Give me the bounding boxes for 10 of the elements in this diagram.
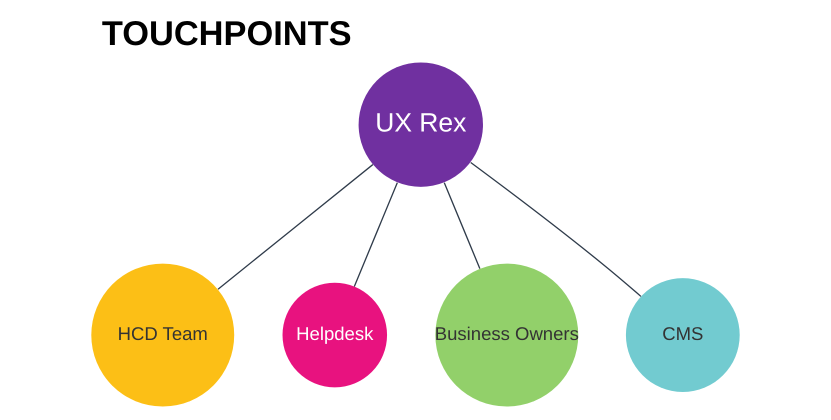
connector <box>470 162 642 297</box>
node-circle: CMS <box>626 278 740 392</box>
connector <box>444 182 480 269</box>
node-circle: Helpdesk <box>282 282 388 388</box>
connector <box>218 164 374 290</box>
connector <box>354 182 398 287</box>
node-circle: UX Rex <box>358 62 483 187</box>
node-circle: Business Owners <box>435 264 578 406</box>
node-circle: HCD Team <box>91 264 234 406</box>
diagram-title: TOUCHPOINTS <box>102 14 352 53</box>
